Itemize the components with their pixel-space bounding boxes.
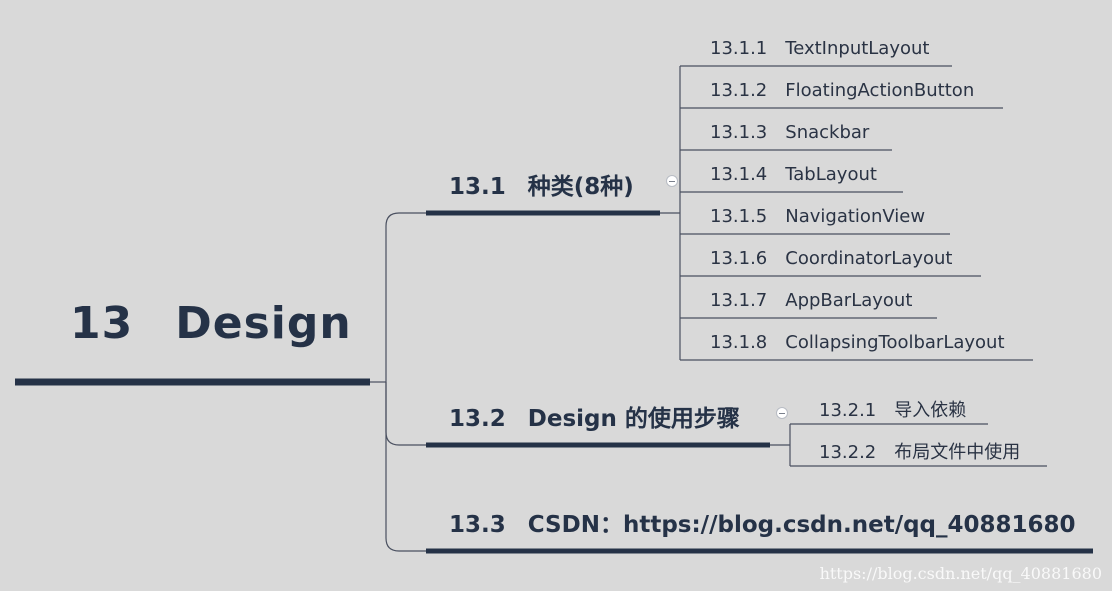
leaf-node-13-1-6[interactable]: 13.1.6 CoordinatorLayout [710, 248, 952, 269]
leaf-label: 导入依赖 [894, 400, 967, 421]
leaf-label: NavigationView [785, 206, 926, 227]
leaf-label: FloatingActionButton [785, 80, 975, 101]
branch-number: 13.1 [449, 174, 506, 200]
root-node[interactable]: 13 Design [70, 298, 352, 349]
leaf-node-13-2-2[interactable]: 13.2.2 布局文件中使用 [819, 438, 1020, 464]
watermark: https://blog.csdn.net/qq_40881680 [819, 564, 1102, 583]
branch-node-13-2[interactable]: 13.2 Design 的使用步骤 [449, 399, 740, 433]
leaf-number: 13.1.6 [710, 248, 768, 269]
branch-label: Design 的使用步骤 [527, 406, 740, 432]
root-label: Design [175, 298, 352, 349]
leaf-node-13-1-4[interactable]: 13.1.4 TabLayout [710, 164, 877, 185]
leaf-node-13-2-1[interactable]: 13.2.1 导入依赖 [819, 396, 966, 422]
leaf-node-13-1-8[interactable]: 13.1.8 CollapsingToolbarLayout [710, 332, 1005, 353]
branch-number: 13.2 [449, 406, 506, 432]
leaf-label: Snackbar [785, 122, 870, 143]
branch-node-13-1[interactable]: 13.1 种类(8种) [449, 167, 634, 201]
branch-label: 种类(8种) [527, 174, 634, 200]
leaf-label: AppBarLayout [785, 290, 913, 311]
leaf-node-13-1-3[interactable]: 13.1.3 Snackbar [710, 122, 869, 143]
leaf-number: 13.1.3 [710, 122, 768, 143]
root-branch-curve-1 [385, 212, 426, 382]
branch-node-13-3[interactable]: 13.3 CSDN：https://blog.csdn.net/qq_408816… [449, 505, 1076, 539]
leaf-label: CoordinatorLayout [785, 248, 953, 269]
leaf-number: 13.1.2 [710, 80, 768, 101]
leaf-number: 13.1.8 [710, 332, 768, 353]
leaf-number: 13.1.1 [710, 38, 768, 59]
leaf-node-13-1-5[interactable]: 13.1.5 NavigationView [710, 206, 925, 227]
branch-number: 13.3 [449, 512, 506, 538]
leaf-number: 13.1.5 [710, 206, 768, 227]
branch-label: CSDN：https://blog.csdn.net/qq_40881680 [527, 512, 1076, 538]
root-branch-curve-3 [385, 382, 426, 552]
collapse-toggle-13-1[interactable] [666, 175, 678, 187]
leaf-node-13-1-2[interactable]: 13.1.2 FloatingActionButton [710, 80, 974, 101]
leaf-number: 13.2.2 [819, 442, 877, 463]
leaf-node-13-1-1[interactable]: 13.1.1 TextInputLayout [710, 38, 929, 59]
leaf-label: CollapsingToolbarLayout [785, 332, 1005, 353]
leaf-label: TabLayout [785, 164, 877, 185]
leaf-label: 布局文件中使用 [894, 442, 1021, 463]
collapse-toggle-13-2[interactable] [776, 407, 788, 419]
leaf-label: TextInputLayout [785, 38, 930, 59]
root-number: 13 [70, 298, 134, 349]
root-branch-curve-2 [385, 382, 426, 446]
leaf-number: 13.1.4 [710, 164, 768, 185]
leaf-number: 13.1.7 [710, 290, 768, 311]
leaf-number: 13.2.1 [819, 400, 877, 421]
leaf-node-13-1-7[interactable]: 13.1.7 AppBarLayout [710, 290, 912, 311]
